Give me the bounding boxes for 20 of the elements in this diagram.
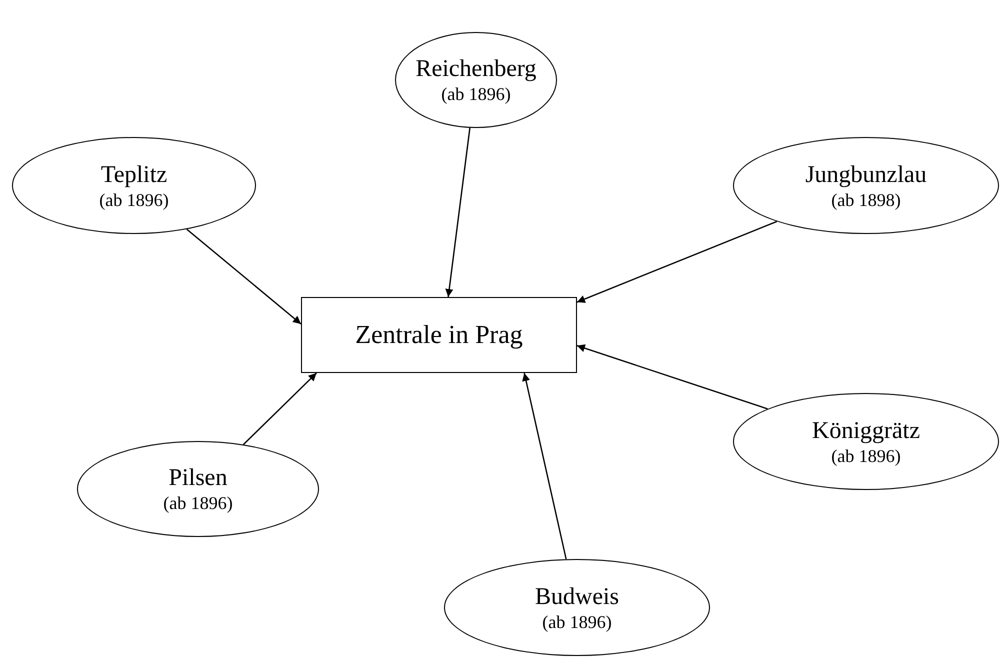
node-title: Reichenberg: [416, 55, 536, 83]
node-title: Teplitz: [100, 160, 168, 188]
node-title: Budweis: [535, 582, 619, 610]
node-subtitle: (ab 1896): [441, 83, 511, 105]
node-subtitle: (ab 1896): [163, 492, 233, 514]
arrow: [522, 372, 567, 560]
arrow: [576, 220, 778, 303]
node-subtitle: (ab 1896): [542, 610, 612, 632]
node-title: Jungbunzlau: [805, 160, 927, 188]
node-title: Zentrale in Prag: [355, 320, 523, 350]
node-subtitle: (ab 1896): [831, 444, 901, 466]
node-subtitle: (ab 1896): [99, 188, 169, 210]
node-title: Pilsen: [168, 464, 228, 492]
node-title: Königgrätz: [812, 416, 920, 444]
arrow: [445, 128, 471, 298]
process-box: [301, 297, 577, 373]
arrow: [243, 372, 317, 445]
arrow: [186, 228, 302, 324]
node-subtitle: (ab 1898): [831, 188, 901, 210]
arrow: [576, 344, 768, 410]
